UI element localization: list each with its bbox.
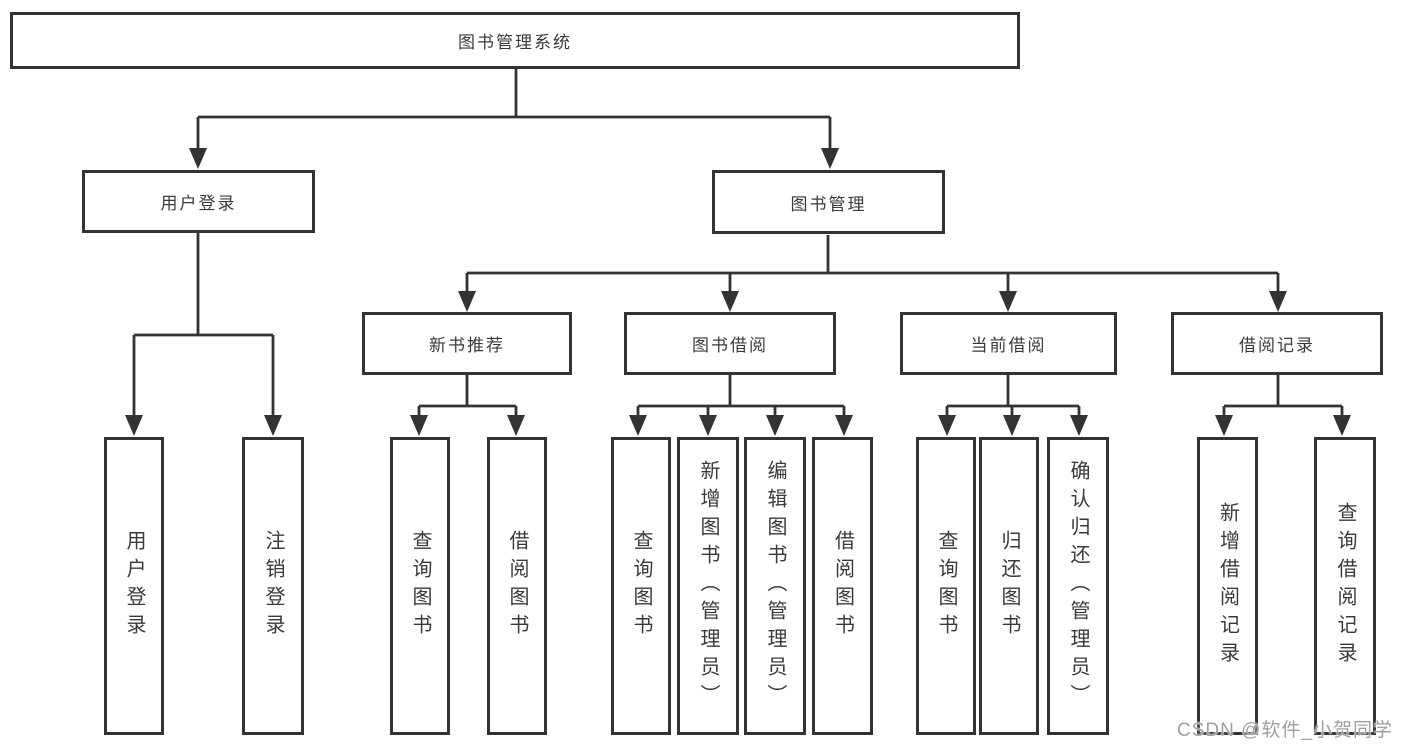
node-label: 用户登录 xyxy=(160,194,237,213)
leaf-edit-book-admin: 编辑图书（管理员） xyxy=(744,437,806,735)
node-library-system: 图书管理系统 xyxy=(10,12,1020,69)
node-label: 用户登录 xyxy=(123,530,145,642)
node-book-borrowing: 图书借阅 xyxy=(624,312,836,375)
node-label: 图书管理系统 xyxy=(458,33,572,52)
node-label: 注销登录 xyxy=(262,530,284,642)
leaf-user-login: 用户登录 xyxy=(104,437,164,735)
node-label: 查询图书 xyxy=(409,530,431,642)
node-label: 新增借阅记录 xyxy=(1216,502,1239,670)
node-user-login: 用户登录 xyxy=(82,170,315,233)
leaf-query-borrow-record: 查询借阅记录 xyxy=(1314,437,1376,735)
leaf-query-books-borrowing: 查询图书 xyxy=(611,437,671,735)
node-borrow-records: 借阅记录 xyxy=(1171,312,1383,375)
node-label: 查询图书 xyxy=(935,530,957,642)
node-label: 归还图书 xyxy=(998,530,1020,642)
node-label: 编辑图书（管理员） xyxy=(764,460,786,712)
leaf-add-book-admin: 新增图书（管理员） xyxy=(677,437,739,735)
node-label: 借阅图书 xyxy=(506,530,528,642)
leaf-confirm-return-admin: 确认归还（管理员） xyxy=(1047,437,1109,735)
node-label: 借阅图书 xyxy=(831,530,854,642)
node-label: 确认归还（管理员） xyxy=(1067,460,1089,712)
arrowheads xyxy=(125,148,1351,436)
node-current-borrowing: 当前借阅 xyxy=(900,312,1117,375)
leaf-query-books-current: 查询图书 xyxy=(916,437,976,735)
node-label: 新增图书（管理员） xyxy=(697,460,719,712)
node-label: 图书借阅 xyxy=(692,336,768,355)
node-new-book-recommend: 新书推荐 xyxy=(362,312,572,375)
node-label: 图书管理 xyxy=(790,194,867,214)
node-label: 新书推荐 xyxy=(429,336,505,355)
node-label: 当前借阅 xyxy=(970,336,1047,355)
watermark: CSDN @软件_小贺同学 xyxy=(1177,720,1393,741)
node-book-management: 图书管理 xyxy=(712,170,945,234)
node-label: 查询图书 xyxy=(630,530,652,642)
leaf-borrow-books-borrowing: 借阅图书 xyxy=(812,437,873,735)
leaf-borrow-books-recommend: 借阅图书 xyxy=(487,437,547,735)
node-label: 查询借阅记录 xyxy=(1334,502,1356,670)
leaf-return-book: 归还图书 xyxy=(979,437,1039,735)
leaf-add-borrow-record: 新增借阅记录 xyxy=(1197,437,1258,735)
node-label: 借阅记录 xyxy=(1239,336,1315,355)
leaf-query-books-recommend: 查询图书 xyxy=(390,437,450,735)
leaf-logout: 注销登录 xyxy=(242,437,304,735)
